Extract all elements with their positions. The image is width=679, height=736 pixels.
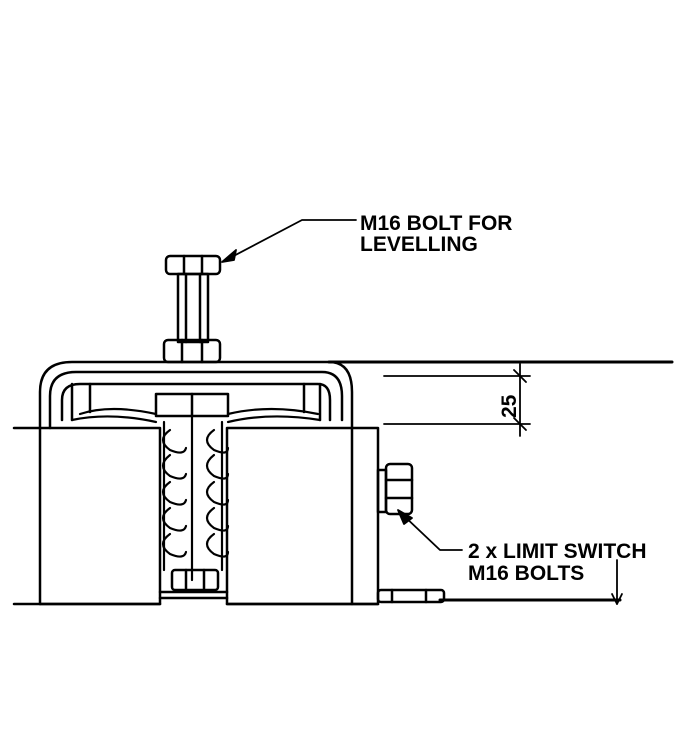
spring-coils (70, 407, 322, 582)
leader-levelling-bolt (221, 219, 357, 263)
lower-housing-left (38, 426, 162, 606)
label-bolt-line-1: M16 BOLT FOR (360, 212, 512, 235)
lower-housing-right (225, 426, 380, 606)
dimension-25 (383, 363, 531, 437)
leader-limit-switch (397, 509, 463, 551)
levelling-bolt (162, 254, 222, 364)
bottom-nut (158, 568, 229, 600)
center-block (154, 392, 230, 418)
label-dimension-25: 25 (498, 394, 521, 418)
lower-limit-bolt (376, 588, 446, 604)
label-switch-line-2: M16 BOLTS (468, 562, 584, 585)
label-bolt-line-2: LEVELLING (360, 233, 478, 256)
dimension-bottom-tick (611, 559, 623, 605)
label-switch-line-1: 2 x LIMIT SWITCH (468, 540, 647, 563)
limit-switch-bolt (376, 462, 414, 516)
